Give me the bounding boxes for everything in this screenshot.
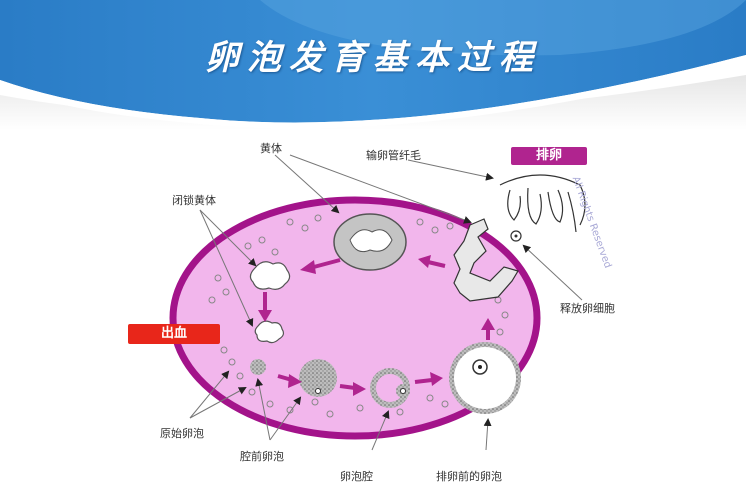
label-preantral-follicle: 腔前卵泡 — [240, 450, 284, 463]
primary-follicle — [250, 359, 266, 375]
preantral-follicle — [299, 359, 337, 397]
label-fimbriae: 输卵管纤毛 — [366, 149, 421, 162]
bleeding-tag: 出血 — [128, 324, 220, 344]
label-preovulatory-follicle: 排卵前的卵泡 — [436, 470, 502, 483]
page-title: 卵泡发育基本过程 — [205, 38, 541, 78]
label-corpus-luteum: 黄体 — [260, 142, 282, 155]
ovary — [169, 196, 541, 440]
ruptured-follicle — [453, 218, 519, 302]
atretic-corpus-small — [254, 320, 285, 344]
ovulation-tag: 排卵 — [511, 147, 587, 165]
label-primordial-follicle: 原始卵泡 — [160, 427, 204, 440]
header-banner — [0, 0, 746, 130]
label-released-oocyte: 释放卵细胞 — [560, 302, 615, 315]
label-follicular-antrum: 卵泡腔 — [340, 470, 373, 483]
fimbriae — [499, 174, 586, 233]
atretic-corpus — [249, 261, 291, 290]
label-atretic-corpus: 闭锁黄体 — [172, 194, 216, 207]
